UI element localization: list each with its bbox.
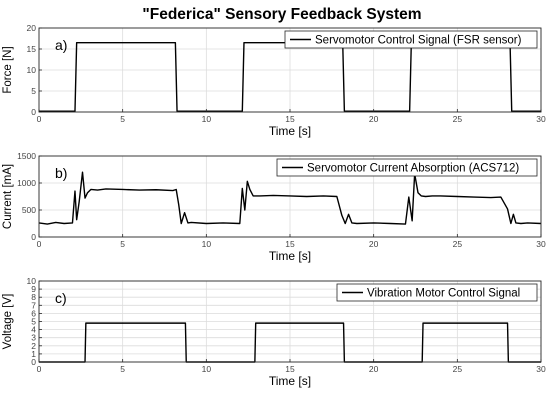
legend-label: Servomotor Control Signal (FSR sensor) — [315, 35, 522, 47]
panel-label: c) — [55, 290, 67, 306]
figure-title: "Federica" Sensory Feedback System — [142, 6, 421, 23]
y-tick-label: 8 — [31, 292, 36, 302]
series-line-0 — [39, 322, 541, 363]
x-tick-label: 20 — [369, 114, 379, 124]
legend-box — [336, 283, 538, 302]
x-tick-label: 30 — [536, 364, 546, 374]
y-tick-label: 1000 — [17, 178, 36, 188]
y-tick-label: 6 — [31, 308, 36, 318]
x-tick-label: 25 — [453, 114, 463, 124]
x-tick-label: 30 — [536, 114, 546, 124]
y-tick-label: 9 — [31, 284, 36, 294]
legend-label: Servomotor Current Absorption (ACS712) — [307, 163, 519, 175]
y-axis-label: Current [mA] — [2, 164, 14, 229]
x-tick-label: 20 — [369, 239, 379, 249]
y-tick-label: 3 — [31, 333, 36, 343]
panel-label: a) — [55, 37, 67, 53]
y-tick-label: 1 — [31, 349, 36, 359]
y-tick-label: 20 — [27, 23, 37, 33]
x-axis-label: Time [s] — [269, 249, 311, 263]
x-tick-label: 20 — [369, 364, 379, 374]
x-tick-label: 15 — [285, 114, 295, 124]
x-tick-label: 0 — [37, 239, 42, 249]
x-tick-label: 10 — [202, 239, 212, 249]
legend-box — [276, 158, 538, 177]
y-tick-label: 0 — [31, 357, 36, 367]
x-tick-label: 15 — [285, 239, 295, 249]
legend: Servomotor Current Absorption (ACS712) — [276, 158, 538, 177]
x-tick-label: 25 — [453, 364, 463, 374]
x-tick-label: 10 — [202, 364, 212, 374]
y-tick-label: 15 — [27, 44, 37, 54]
y-tick-label: 500 — [22, 205, 36, 215]
y-tick-label: 2 — [31, 341, 36, 351]
y-tick-label: 5 — [31, 317, 36, 327]
legend: Servomotor Control Signal (FSR sensor) — [284, 30, 538, 49]
y-tick-label: 0 — [31, 232, 36, 242]
x-tick-label: 30 — [536, 239, 546, 249]
y-tick-label: 10 — [27, 276, 37, 286]
y-axis-label: Voltage [V] — [2, 294, 14, 350]
x-axis-label: Time [s] — [269, 374, 311, 388]
legend-label: Vibration Motor Control Signal — [367, 288, 520, 300]
x-tick-label: 5 — [120, 239, 125, 249]
x-tick-label: 0 — [37, 364, 42, 374]
y-tick-label: 1500 — [17, 151, 36, 161]
panel-label: b) — [55, 165, 67, 181]
y-tick-label: 7 — [31, 300, 36, 310]
series-line-0 — [38, 171, 542, 225]
y-tick-label: 4 — [31, 325, 36, 335]
y-tick-label: 5 — [31, 86, 36, 96]
x-tick-label: 5 — [120, 114, 125, 124]
x-tick-label: 5 — [120, 364, 125, 374]
x-axis-label: Time [s] — [269, 124, 311, 138]
x-tick-label: 0 — [37, 114, 42, 124]
x-tick-label: 15 — [285, 364, 295, 374]
x-tick-label: 10 — [202, 114, 212, 124]
y-axis-label: Force [N] — [2, 46, 14, 93]
legend: Vibration Motor Control Signal — [336, 283, 538, 302]
legend-box — [284, 30, 538, 49]
x-tick-label: 25 — [453, 239, 463, 249]
y-tick-label: 0 — [31, 107, 36, 117]
y-tick-label: 10 — [27, 65, 37, 75]
